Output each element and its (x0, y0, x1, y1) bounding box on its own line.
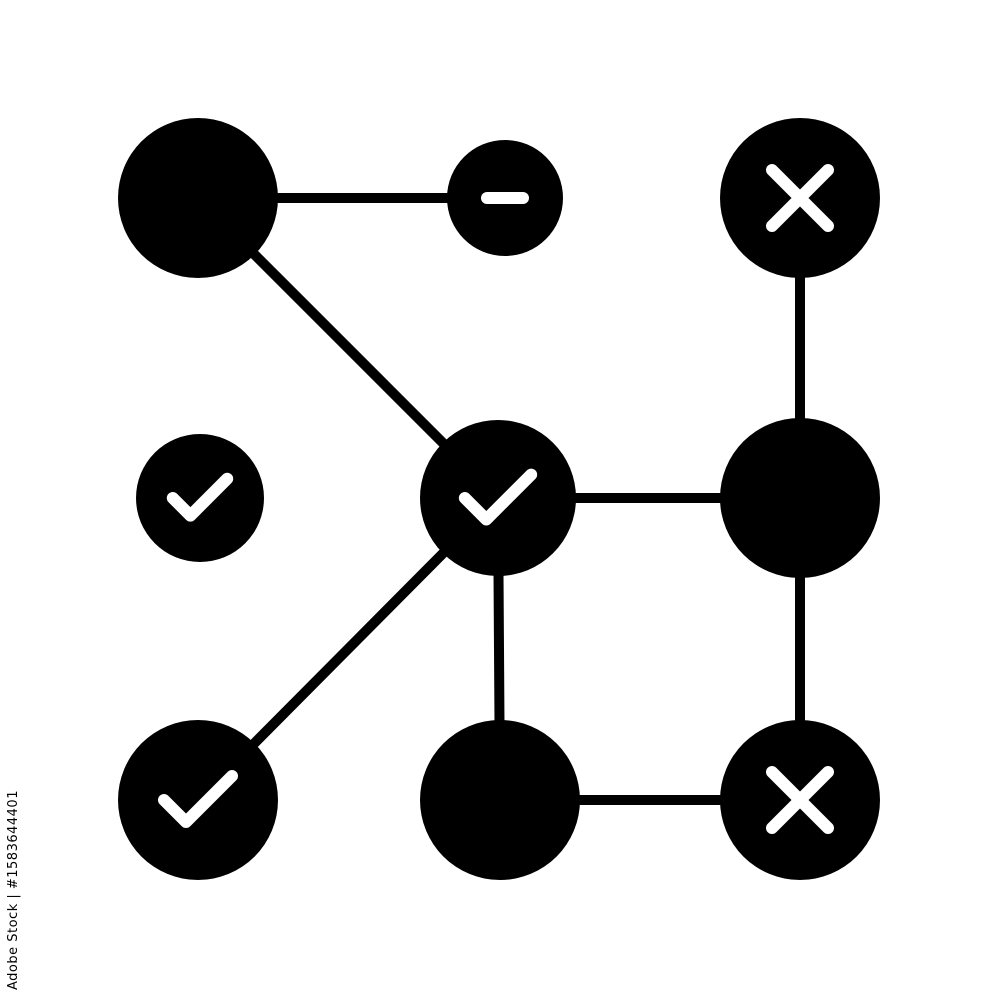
node-n5 (420, 420, 576, 576)
node-n6 (720, 418, 880, 578)
check-icon (158, 770, 238, 828)
node-n2 (447, 140, 563, 256)
node-n3 (720, 118, 880, 278)
node-circle (118, 118, 278, 278)
node-circle (420, 420, 576, 576)
x-icon (766, 164, 834, 232)
diagram-nodes (118, 118, 880, 880)
watermark-text: Adobe Stock | #1583644401 (6, 790, 21, 990)
node-n7 (118, 720, 278, 880)
node-n9 (720, 720, 880, 880)
node-n1 (118, 118, 278, 278)
x-icon (766, 766, 834, 834)
check-icon (458, 468, 538, 526)
node-circle (720, 418, 880, 578)
node-circle (118, 720, 278, 880)
node-n4 (136, 434, 264, 562)
check-icon (166, 472, 234, 522)
node-circle (420, 720, 580, 880)
node-n8 (420, 720, 580, 880)
